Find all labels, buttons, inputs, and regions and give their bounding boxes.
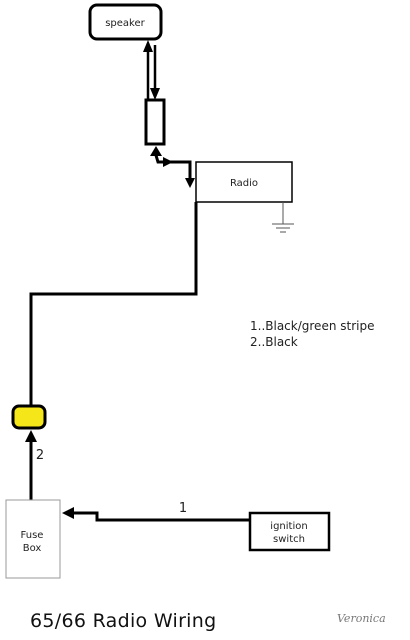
arrow-down-icon	[185, 178, 195, 188]
legend-line-2: 2..Black	[250, 335, 298, 349]
power-wire	[29, 202, 198, 406]
arrow-left-icon	[62, 507, 74, 519]
speaker-plug	[144, 98, 166, 146]
arrow-up-icon	[143, 40, 153, 52]
arrow-down-icon	[150, 88, 160, 100]
plug-to-radio-wires	[150, 146, 195, 188]
ignition-switch-box: ignition switch	[248, 511, 331, 552]
speaker-box: speaker	[88, 3, 163, 41]
wire-legend: 1..Black/green stripe 2..Black	[250, 318, 374, 350]
legend-line-1: 1..Black/green stripe	[250, 319, 375, 333]
arrow-up-icon	[25, 430, 37, 442]
ignition-switch-label-line1: ignition	[270, 521, 307, 532]
inline-fuse-holder	[11, 404, 47, 430]
radio-label: Radio	[230, 178, 258, 189]
fuse-box-label-line2: Box	[23, 543, 42, 554]
speaker-connector	[143, 40, 160, 100]
wire-1	[70, 511, 250, 522]
ground-icon	[272, 202, 294, 233]
ignition-switch-label-line2: switch	[273, 534, 305, 545]
wire-1-label: 1	[179, 501, 187, 516]
radio-box: Radio	[195, 161, 293, 203]
fuse-box-label-line1: Fuse	[21, 530, 44, 541]
fuse-box: Fuse Box	[5, 499, 61, 579]
arrow-up-icon	[150, 146, 162, 156]
author-signature: Veronica	[337, 612, 386, 625]
diagram-title: 65/66 Radio Wiring	[30, 610, 217, 632]
speaker-label: speaker	[105, 18, 145, 29]
wire-2-label: 2	[36, 448, 44, 463]
arrow-right-icon	[163, 157, 173, 167]
